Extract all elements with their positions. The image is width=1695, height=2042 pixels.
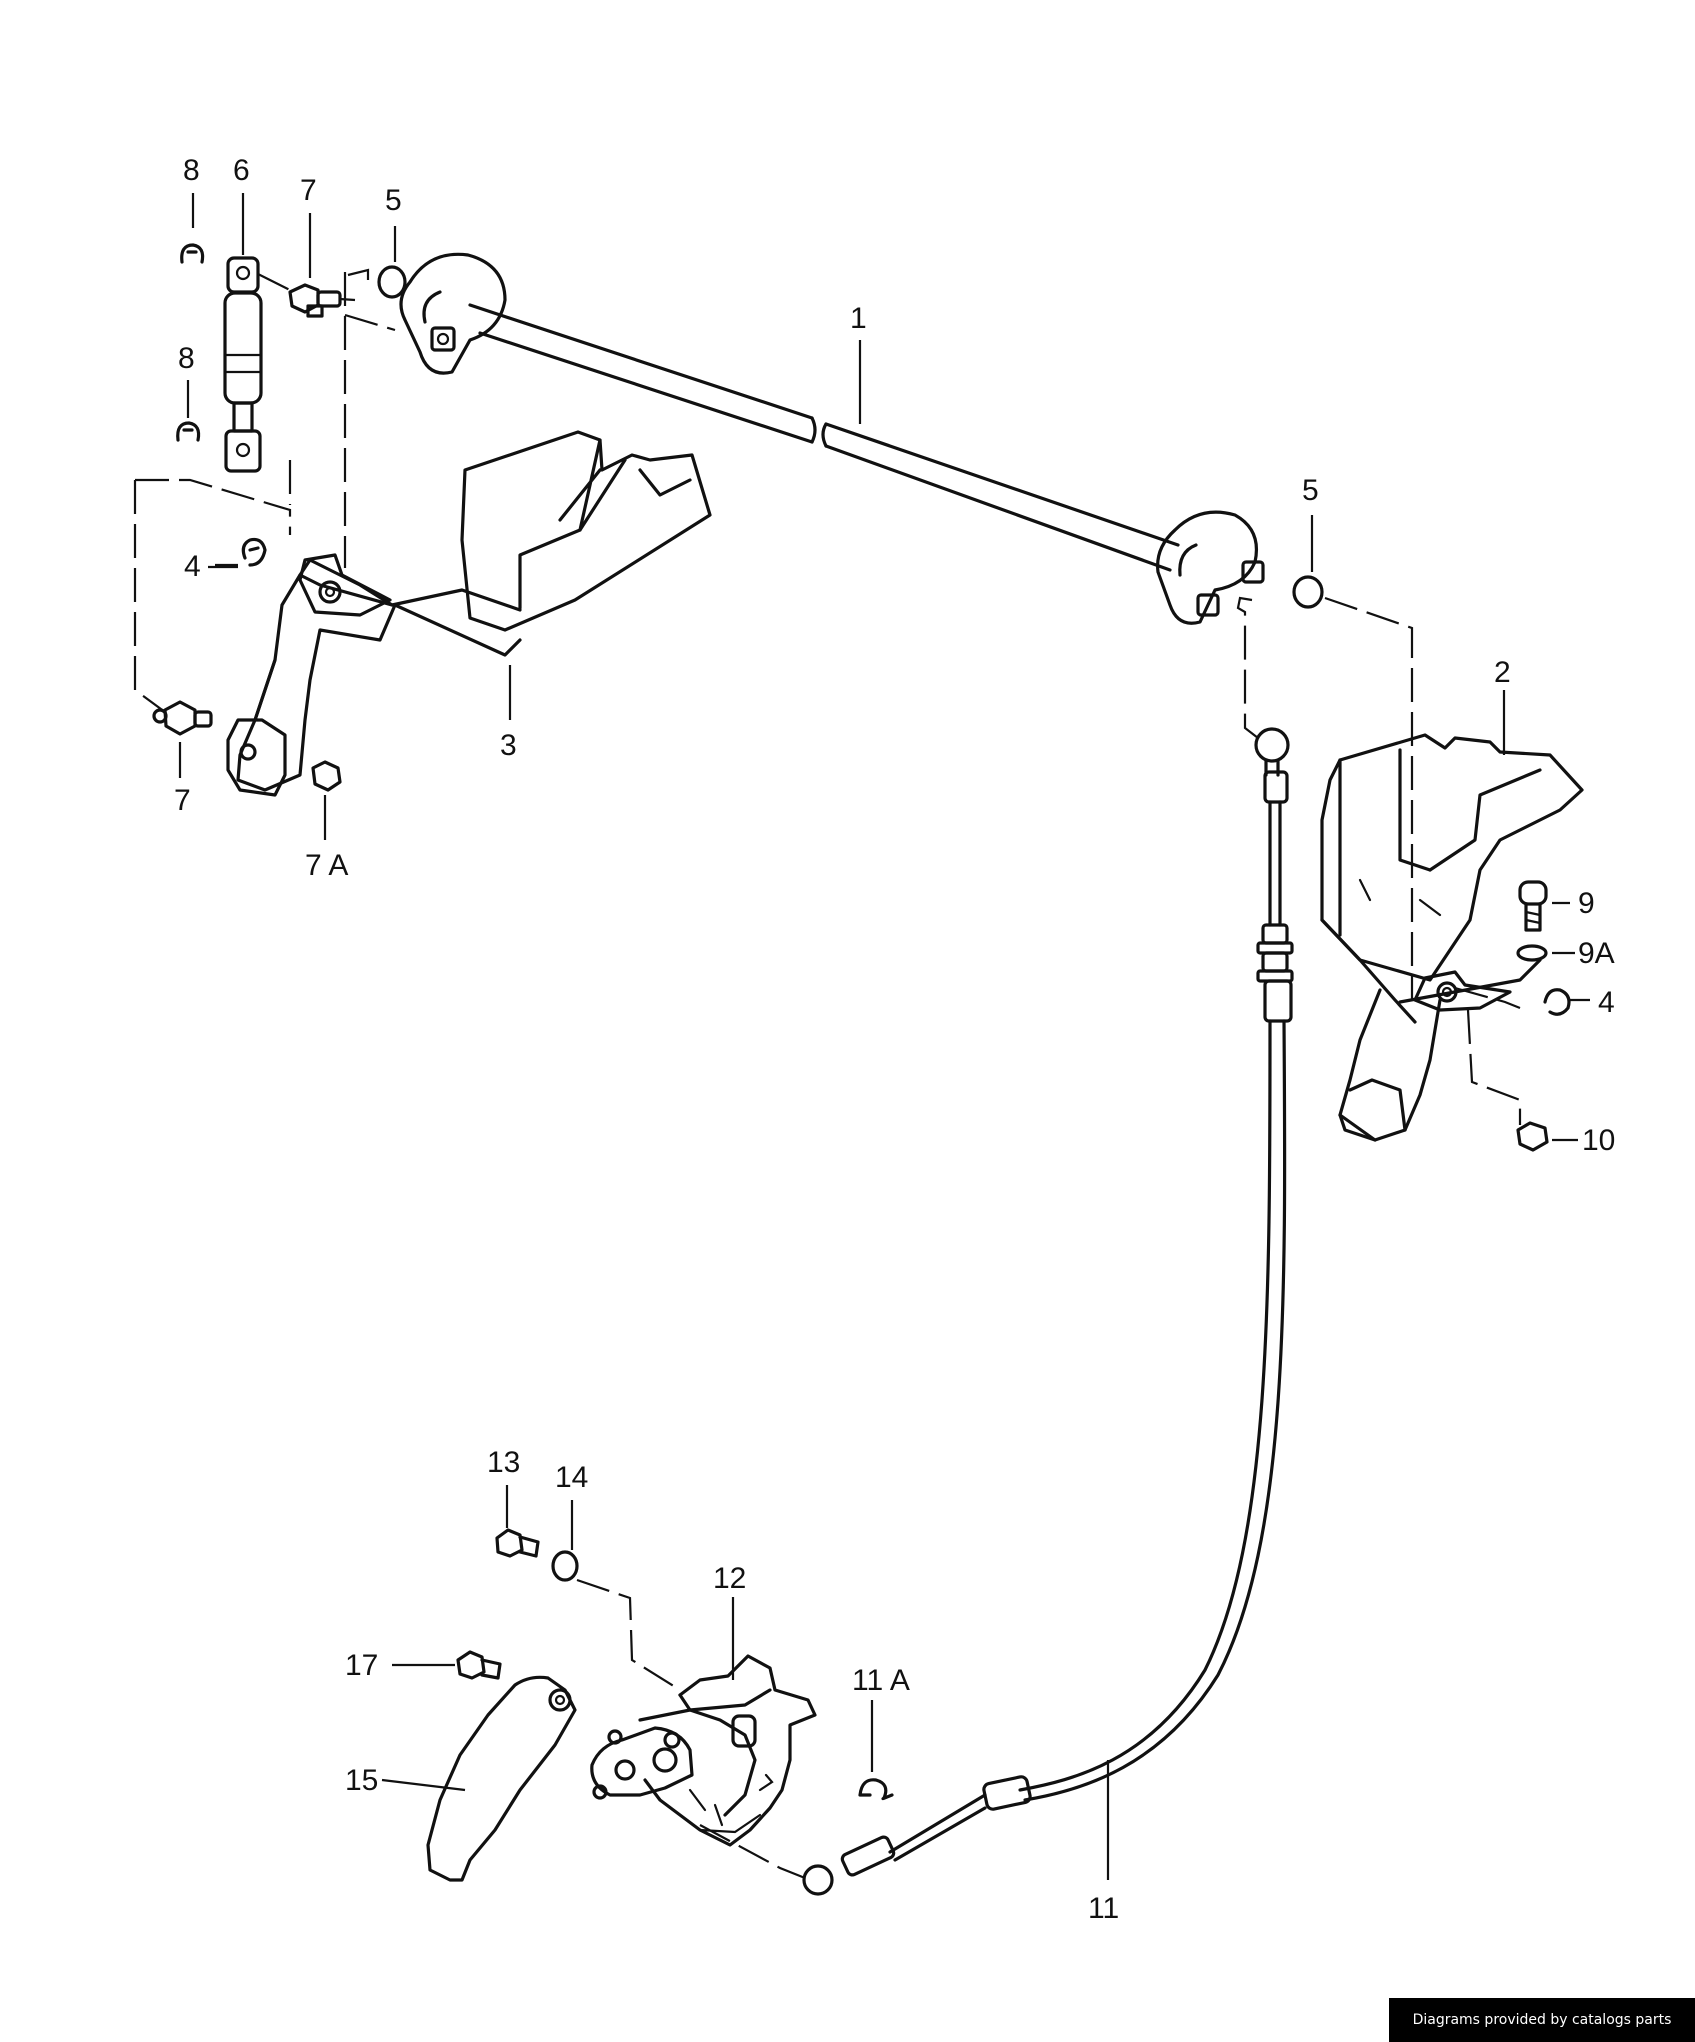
- part-5-washer-right: [1292, 575, 1324, 609]
- part-15-handle: [426, 1675, 577, 1882]
- callout-6: 6: [233, 154, 250, 187]
- part-14-washer: [551, 1550, 579, 1582]
- leader-lines: [178, 193, 1590, 1880]
- part-5-washer-left: [377, 265, 407, 299]
- callout-3: 3: [500, 729, 517, 762]
- part-11-cable: [802, 727, 1294, 1896]
- part-7A-nut: [311, 760, 342, 792]
- part-1-shaft: [399, 252, 1265, 625]
- callout-11A: 11 A: [852, 1664, 910, 1697]
- callout-8-upper: 8: [183, 154, 200, 187]
- callout-4-left: 4: [184, 550, 201, 583]
- callout-17: 17: [345, 1649, 378, 1682]
- callout-5-right: 5: [1302, 474, 1319, 507]
- callout-9: 9: [1578, 887, 1595, 920]
- callout-5-left: 5: [385, 184, 402, 217]
- callout-12: 12: [713, 1562, 746, 1595]
- part-10-nut: [1516, 1121, 1549, 1152]
- callout-10: 10: [1582, 1124, 1615, 1157]
- callout-7-lower: 7: [174, 784, 191, 817]
- part-2-right-bracket: [1320, 733, 1584, 1142]
- part-9A-washer: [1516, 944, 1548, 962]
- credit-badge: Diagrams provided by catalogs parts: [1389, 1998, 1695, 2042]
- part-6-gas-strut: [223, 256, 263, 473]
- part-8-clip-lower: [176, 421, 201, 442]
- part-12-lever-bracket: [590, 1654, 817, 1847]
- callout-4-right: 4: [1598, 986, 1615, 1019]
- callout-7-upper: 7: [300, 174, 317, 207]
- callouts: 8 6 7 5 8 1 5 2 4 3 7 7 A 9 9A 4 10 11 1…: [174, 154, 1615, 1925]
- callout-7A: 7 A: [305, 849, 348, 882]
- callout-9A: 9A: [1578, 937, 1615, 970]
- part-17-screw: [456, 1650, 502, 1680]
- part-7-ball-stud-upper: [288, 283, 342, 318]
- assembly-lines: [133, 268, 1522, 1880]
- callout-15: 15: [345, 1764, 378, 1797]
- callout-2: 2: [1494, 656, 1511, 689]
- part-7-ball-stud-lower: [152, 700, 213, 736]
- callout-1: 1: [850, 302, 867, 335]
- part-13-screw: [495, 1528, 540, 1558]
- callout-14: 14: [555, 1461, 588, 1494]
- callout-13: 13: [487, 1446, 520, 1479]
- part-4-clip-left: [241, 537, 267, 567]
- part-9-screw: [1518, 880, 1548, 932]
- part-4-clip-right: [1543, 988, 1571, 1016]
- part-3-left-bracket: [226, 430, 712, 797]
- callout-8-lower: 8: [178, 342, 195, 375]
- part-8-clip-upper: [180, 243, 205, 264]
- callout-11: 11: [1088, 1892, 1119, 1925]
- part-11A-clip: [858, 1778, 894, 1801]
